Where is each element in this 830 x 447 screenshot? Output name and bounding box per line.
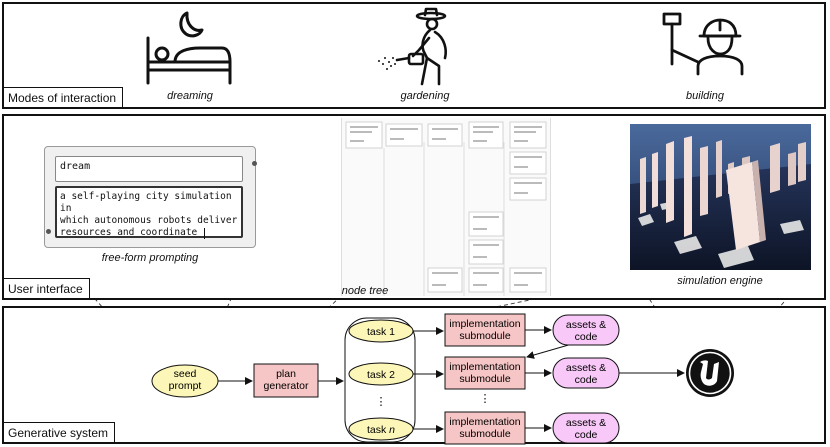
simulation-engine-view[interactable] xyxy=(630,124,811,270)
building-caption: building xyxy=(686,90,724,102)
task-n-prefix: task xyxy=(367,424,389,436)
impl-submodule-n[interactable] xyxy=(444,411,526,445)
assets-n-line-1: assets & xyxy=(566,417,606,429)
task-n-suffix: n xyxy=(389,424,395,436)
node-tree-graph xyxy=(345,121,547,296)
free-form-prompting-caption: free-form prompting xyxy=(101,252,199,264)
plan-generator-line-1: plan xyxy=(276,368,296,380)
prompt-body-line-3-text: resources and coordinate xyxy=(60,227,198,238)
resize-handle-right[interactable] xyxy=(252,161,257,166)
prompt-body-line-1: a self-playing city simulation in xyxy=(60,191,232,214)
resize-handle-left[interactable] xyxy=(46,229,51,234)
prompt-body-field[interactable]: a self-playing city simulation in which … xyxy=(55,186,243,239)
prompt-body-line-3: resources and coordinate xyxy=(60,227,241,239)
prompt-title-field[interactable]: dream xyxy=(55,156,243,182)
assets-code-n[interactable] xyxy=(552,412,620,444)
prompt-body-line-2: which autonomous robots deliver xyxy=(60,215,238,226)
assets-code-1[interactable] xyxy=(552,314,620,346)
assets-1-line-2: code xyxy=(575,331,598,343)
impl-1-line-1: implementation xyxy=(449,318,520,330)
seed-prompt-line-2: prompt xyxy=(169,380,202,392)
impl-1-line-2: submodule xyxy=(459,330,511,342)
task-n-label: task n xyxy=(367,424,395,436)
impl-submodule-1[interactable] xyxy=(444,313,526,347)
impl-submodule-2[interactable] xyxy=(444,356,526,390)
modes-label: Modes of interaction xyxy=(4,87,124,107)
assets-1-line-1: assets & xyxy=(566,319,606,331)
impl-ellipsis: ⋮ xyxy=(480,393,491,405)
gardener-icon xyxy=(378,7,447,86)
seed-prompt-line-1: seed xyxy=(174,368,197,380)
impl-n-line-1: implementation xyxy=(449,416,520,428)
dreaming-caption: dreaming xyxy=(167,90,213,102)
generative-label: Generative system xyxy=(4,422,116,442)
ui-label: User interface xyxy=(4,278,90,298)
unreal-engine-logo-icon xyxy=(686,349,734,397)
impl-2-line-2: submodule xyxy=(459,373,511,385)
task-n-text: task n xyxy=(367,424,395,436)
text-cursor xyxy=(204,227,206,239)
builder-icon xyxy=(662,12,744,76)
simulation-engine-caption: simulation engine xyxy=(677,275,763,287)
node-tree-view[interactable] xyxy=(341,118,551,296)
task-ellipsis: ⋮ xyxy=(376,396,387,408)
task-2-label: task 2 xyxy=(367,369,395,381)
plan-generator-line-2: generator xyxy=(264,380,309,392)
impl-2-line-1: implementation xyxy=(449,361,520,373)
assets-2-line-2: code xyxy=(575,374,598,386)
arrow-assets1-to-impl2 xyxy=(526,343,573,359)
gardening-caption: gardening xyxy=(400,90,450,102)
sleeping-person-icon xyxy=(146,11,232,85)
task-1-label: task 1 xyxy=(367,326,395,338)
node-tree-caption: node tree xyxy=(341,285,389,297)
assets-2-line-1: assets & xyxy=(566,362,606,374)
assets-n-line-2: code xyxy=(575,429,598,441)
simulation-render xyxy=(630,124,811,270)
prompt-window: dream a self-playing city simulation in … xyxy=(44,146,257,248)
impl-n-line-2: submodule xyxy=(459,428,511,440)
